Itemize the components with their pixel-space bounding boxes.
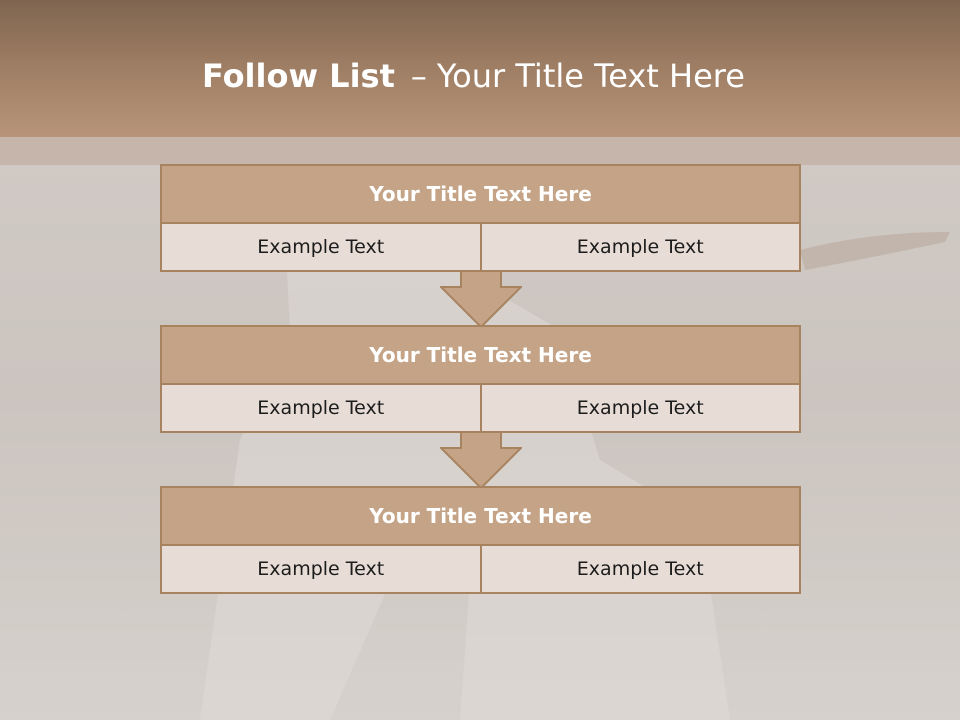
step-title: Your Title Text Here <box>162 488 799 546</box>
down-arrow-icon <box>440 431 522 489</box>
slide-title: Follow List–Your Title Text Here <box>202 54 745 98</box>
step-title: Your Title Text Here <box>162 327 799 385</box>
title-rest: Your Title Text Here <box>436 57 745 95</box>
title-bold: Follow List <box>202 57 395 95</box>
step-cell-left: Example Text <box>162 546 480 592</box>
header-bar <box>0 0 960 137</box>
step-title: Your Title Text Here <box>162 166 799 224</box>
step-cell-right: Example Text <box>479 224 799 270</box>
title-separator: – <box>410 57 427 95</box>
step-cell-right: Example Text <box>479 546 799 592</box>
step-box-1: Your Title Text Here Example Text Exampl… <box>160 164 801 272</box>
step-box-3: Your Title Text Here Example Text Exampl… <box>160 486 801 594</box>
step-cell-right: Example Text <box>479 385 799 431</box>
step-cell-left: Example Text <box>162 385 480 431</box>
down-arrow-icon <box>440 270 522 328</box>
step-cell-left: Example Text <box>162 224 480 270</box>
header-band <box>0 137 960 165</box>
step-box-2: Your Title Text Here Example Text Exampl… <box>160 325 801 433</box>
